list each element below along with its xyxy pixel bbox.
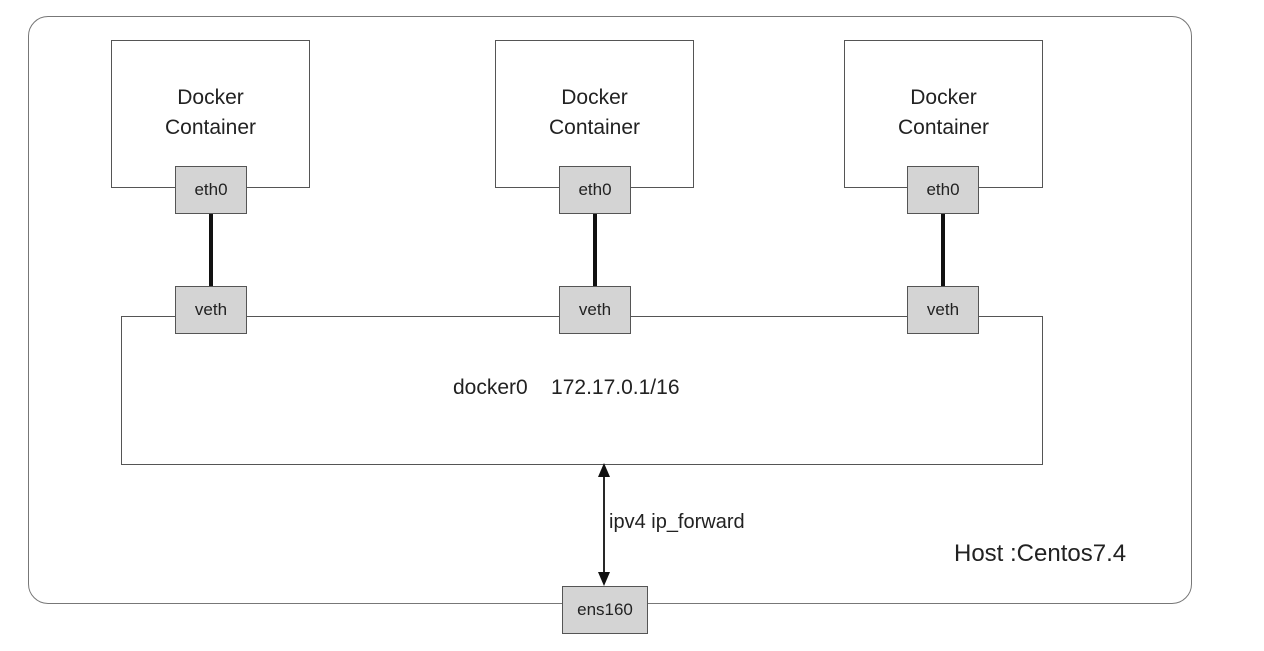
- veth-interface-3: veth: [907, 286, 979, 334]
- container-title-line1: Docker: [177, 86, 244, 109]
- veth-interface-2: veth: [559, 286, 631, 334]
- veth-pair-link-3: [941, 212, 945, 288]
- eth0-interface-3: eth0: [907, 166, 979, 214]
- container-title: Docker Container: [496, 83, 693, 143]
- ip-forward-arrow: [598, 463, 610, 586]
- container-title-line1: Docker: [910, 86, 977, 109]
- ens160-interface: ens160: [562, 586, 648, 634]
- bridge-label: docker0 172.17.0.1/16: [453, 376, 680, 399]
- veth-pair-link-2: [593, 212, 597, 288]
- docker0-bridge: [121, 316, 1043, 465]
- docker-container-3: Docker Container: [844, 40, 1043, 188]
- docker-container-2: Docker Container: [495, 40, 694, 188]
- veth-interface-1: veth: [175, 286, 247, 334]
- container-title-line2: Container: [548, 116, 641, 139]
- container-title-line2: Container: [897, 116, 990, 139]
- container-title: Docker Container: [112, 83, 309, 143]
- eth0-interface-1: eth0: [175, 166, 247, 214]
- eth0-interface-2: eth0: [559, 166, 631, 214]
- container-title-line1: Docker: [561, 86, 628, 109]
- container-title-line2: Container: [164, 116, 257, 139]
- veth-pair-link-1: [209, 212, 213, 288]
- host-label: Host :Centos7.4: [954, 540, 1127, 567]
- container-title: Docker Container: [845, 83, 1042, 143]
- ip-forward-label: ipv4 ip_forward: [609, 511, 745, 533]
